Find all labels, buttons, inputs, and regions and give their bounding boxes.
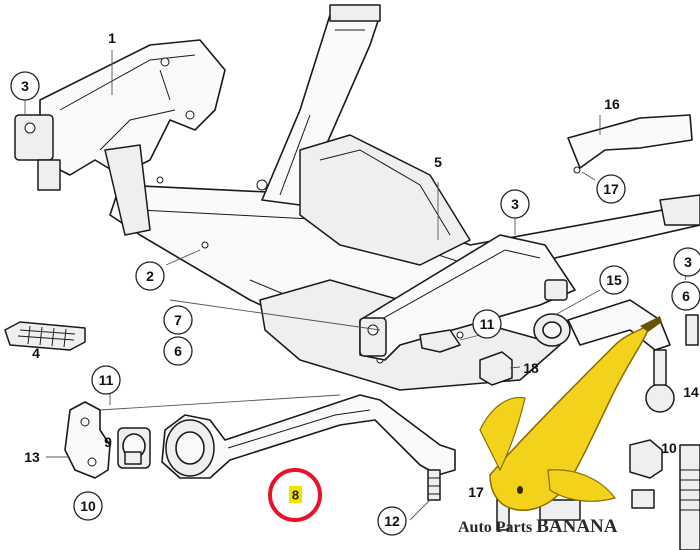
callout-4[interactable]: 4 [32, 345, 40, 361]
callout-10a[interactable]: 10 [73, 491, 103, 521]
right-frame-end[interactable] [659, 194, 700, 226]
cross-member[interactable] [359, 234, 576, 361]
callout-6a[interactable]: 6 [163, 336, 193, 366]
callout-13[interactable]: 13 [24, 449, 40, 465]
svg-text:6: 6 [174, 343, 182, 359]
callout-18[interactable]: 18 [523, 360, 539, 376]
callout-2[interactable]: 2 [135, 261, 165, 291]
leader-lines [24, 50, 691, 521]
bushing-9[interactable] [117, 427, 151, 469]
support-bracket-16[interactable] [567, 114, 693, 174]
svg-text:3: 3 [684, 254, 692, 270]
watermark-text: Auto Parts BANANA [458, 516, 618, 537]
callout-17b[interactable]: 17 [468, 484, 484, 500]
svg-text:2: 2 [146, 268, 154, 284]
svg-text:11: 11 [480, 316, 495, 332]
callout-5[interactable]: 5 [434, 154, 442, 170]
svg-text:7: 7 [174, 312, 182, 328]
svg-text:3: 3 [21, 78, 29, 94]
engine-support-bracket[interactable] [14, 39, 226, 191]
svg-text:9: 9 [104, 434, 112, 450]
callout-15[interactable]: 15 [599, 265, 629, 295]
svg-text:17: 17 [603, 181, 619, 197]
bushing-bracket[interactable] [64, 401, 111, 479]
svg-text:15: 15 [606, 272, 622, 288]
callout-16[interactable]: 16 [604, 96, 620, 112]
control-arm[interactable] [161, 394, 456, 501]
svg-text:11: 11 [99, 372, 114, 388]
callout-11b[interactable]: 11 [472, 309, 502, 339]
rubber-mount[interactable] [479, 351, 513, 386]
callout-3a[interactable]: 3 [10, 71, 40, 101]
callout-10b[interactable]: 10 [661, 440, 677, 456]
svg-text:12: 12 [384, 513, 400, 529]
highlight-callout-8[interactable]: 8 [268, 468, 322, 522]
callout-9[interactable]: 9 [104, 434, 112, 450]
watermark-banana-icon [479, 316, 662, 511]
callout-6b[interactable]: 6 [671, 281, 700, 311]
svg-text:6: 6 [682, 288, 690, 304]
callout-3b[interactable]: 3 [500, 189, 530, 219]
protective-pad[interactable] [4, 321, 86, 351]
callout-8: 8 [292, 488, 299, 503]
callout-1[interactable]: 1 [108, 30, 116, 46]
bushing-11[interactable] [419, 329, 461, 353]
callout-14[interactable]: 14 [683, 384, 699, 400]
svg-text:3: 3 [511, 196, 519, 212]
callout-17a[interactable]: 17 [596, 174, 626, 204]
callout-3c[interactable]: 3 [673, 247, 700, 277]
svg-text:10: 10 [80, 498, 96, 514]
callout-11a[interactable]: 11 [91, 365, 121, 395]
callout-7[interactable]: 7 [163, 305, 193, 335]
callout-12[interactable]: 12 [377, 506, 407, 536]
